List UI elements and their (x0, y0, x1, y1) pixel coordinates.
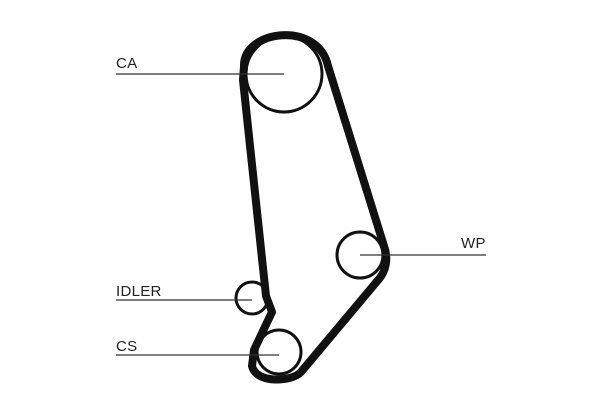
crankshaft-label: CS (116, 338, 138, 355)
idler-label: IDLER (116, 283, 162, 300)
timing-belt (239, 31, 391, 384)
water-pump-label: WP (461, 235, 486, 252)
crankshaft-pulley (255, 328, 303, 376)
camshaft-label: CA (116, 55, 138, 72)
idler-pulley (234, 280, 270, 316)
